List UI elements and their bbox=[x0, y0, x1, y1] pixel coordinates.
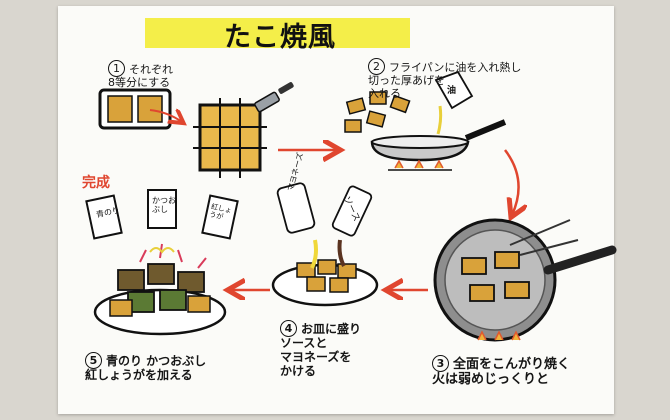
arrow-1a bbox=[149, 110, 182, 122]
step-4-text: お皿に盛り ソースと マヨネーズを かける bbox=[280, 322, 362, 378]
poster-title: たこ焼風 bbox=[224, 22, 336, 53]
cut-tofu-grid bbox=[193, 98, 267, 178]
step-2-number: 2 bbox=[368, 58, 385, 75]
oil-bottle bbox=[434, 70, 474, 135]
tofu-pieces-falling bbox=[344, 91, 411, 133]
step-4-number: 4 bbox=[280, 320, 297, 337]
step-5-number: 5 bbox=[85, 352, 102, 369]
frying-pan-step3 bbox=[433, 218, 617, 342]
plate-step4 bbox=[271, 239, 379, 307]
oil-bottle-label: 油 bbox=[447, 86, 457, 96]
knife-illustration bbox=[254, 82, 294, 113]
step-5-text: 青のり かつおぶし 紅しょうがを加える bbox=[85, 354, 207, 382]
step-1-number: 1 bbox=[108, 60, 125, 77]
step-1-text: それぞれ 8等分にする bbox=[108, 63, 173, 89]
finished-plate bbox=[93, 243, 227, 336]
arrow-step2-to-step3 bbox=[504, 149, 519, 215]
step-3-number: 3 bbox=[432, 355, 449, 372]
katsuobushi-packet-label: かつお ぶし bbox=[152, 196, 176, 215]
step-3-text: 全面をこんがり焼く 火は弱めじっくりと bbox=[432, 357, 571, 387]
atsuage-pair-illustration bbox=[98, 88, 172, 130]
frying-pan-step2 bbox=[370, 119, 507, 171]
sauce-bottle bbox=[331, 185, 373, 237]
topping-packets bbox=[85, 189, 239, 240]
complete-label: 完成 bbox=[82, 175, 110, 191]
step-2-text: フライパンに油を入れ熱し 切った厚あげを 入れる bbox=[368, 61, 522, 100]
title-highlight bbox=[145, 18, 410, 48]
mayonnaise-bottle bbox=[276, 182, 316, 234]
